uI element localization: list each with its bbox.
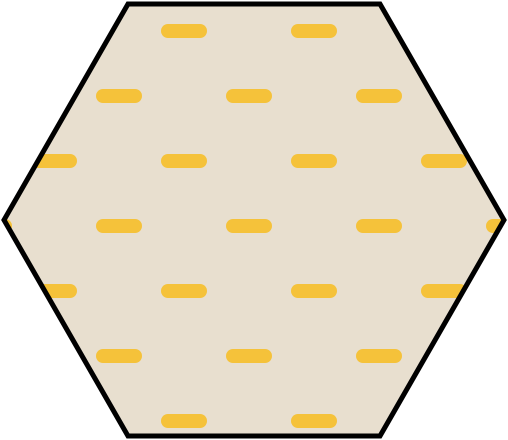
hexagon-outline bbox=[1, 1, 507, 439]
hexagon-figure bbox=[1, 1, 507, 439]
hexagon-svg bbox=[1, 1, 507, 439]
